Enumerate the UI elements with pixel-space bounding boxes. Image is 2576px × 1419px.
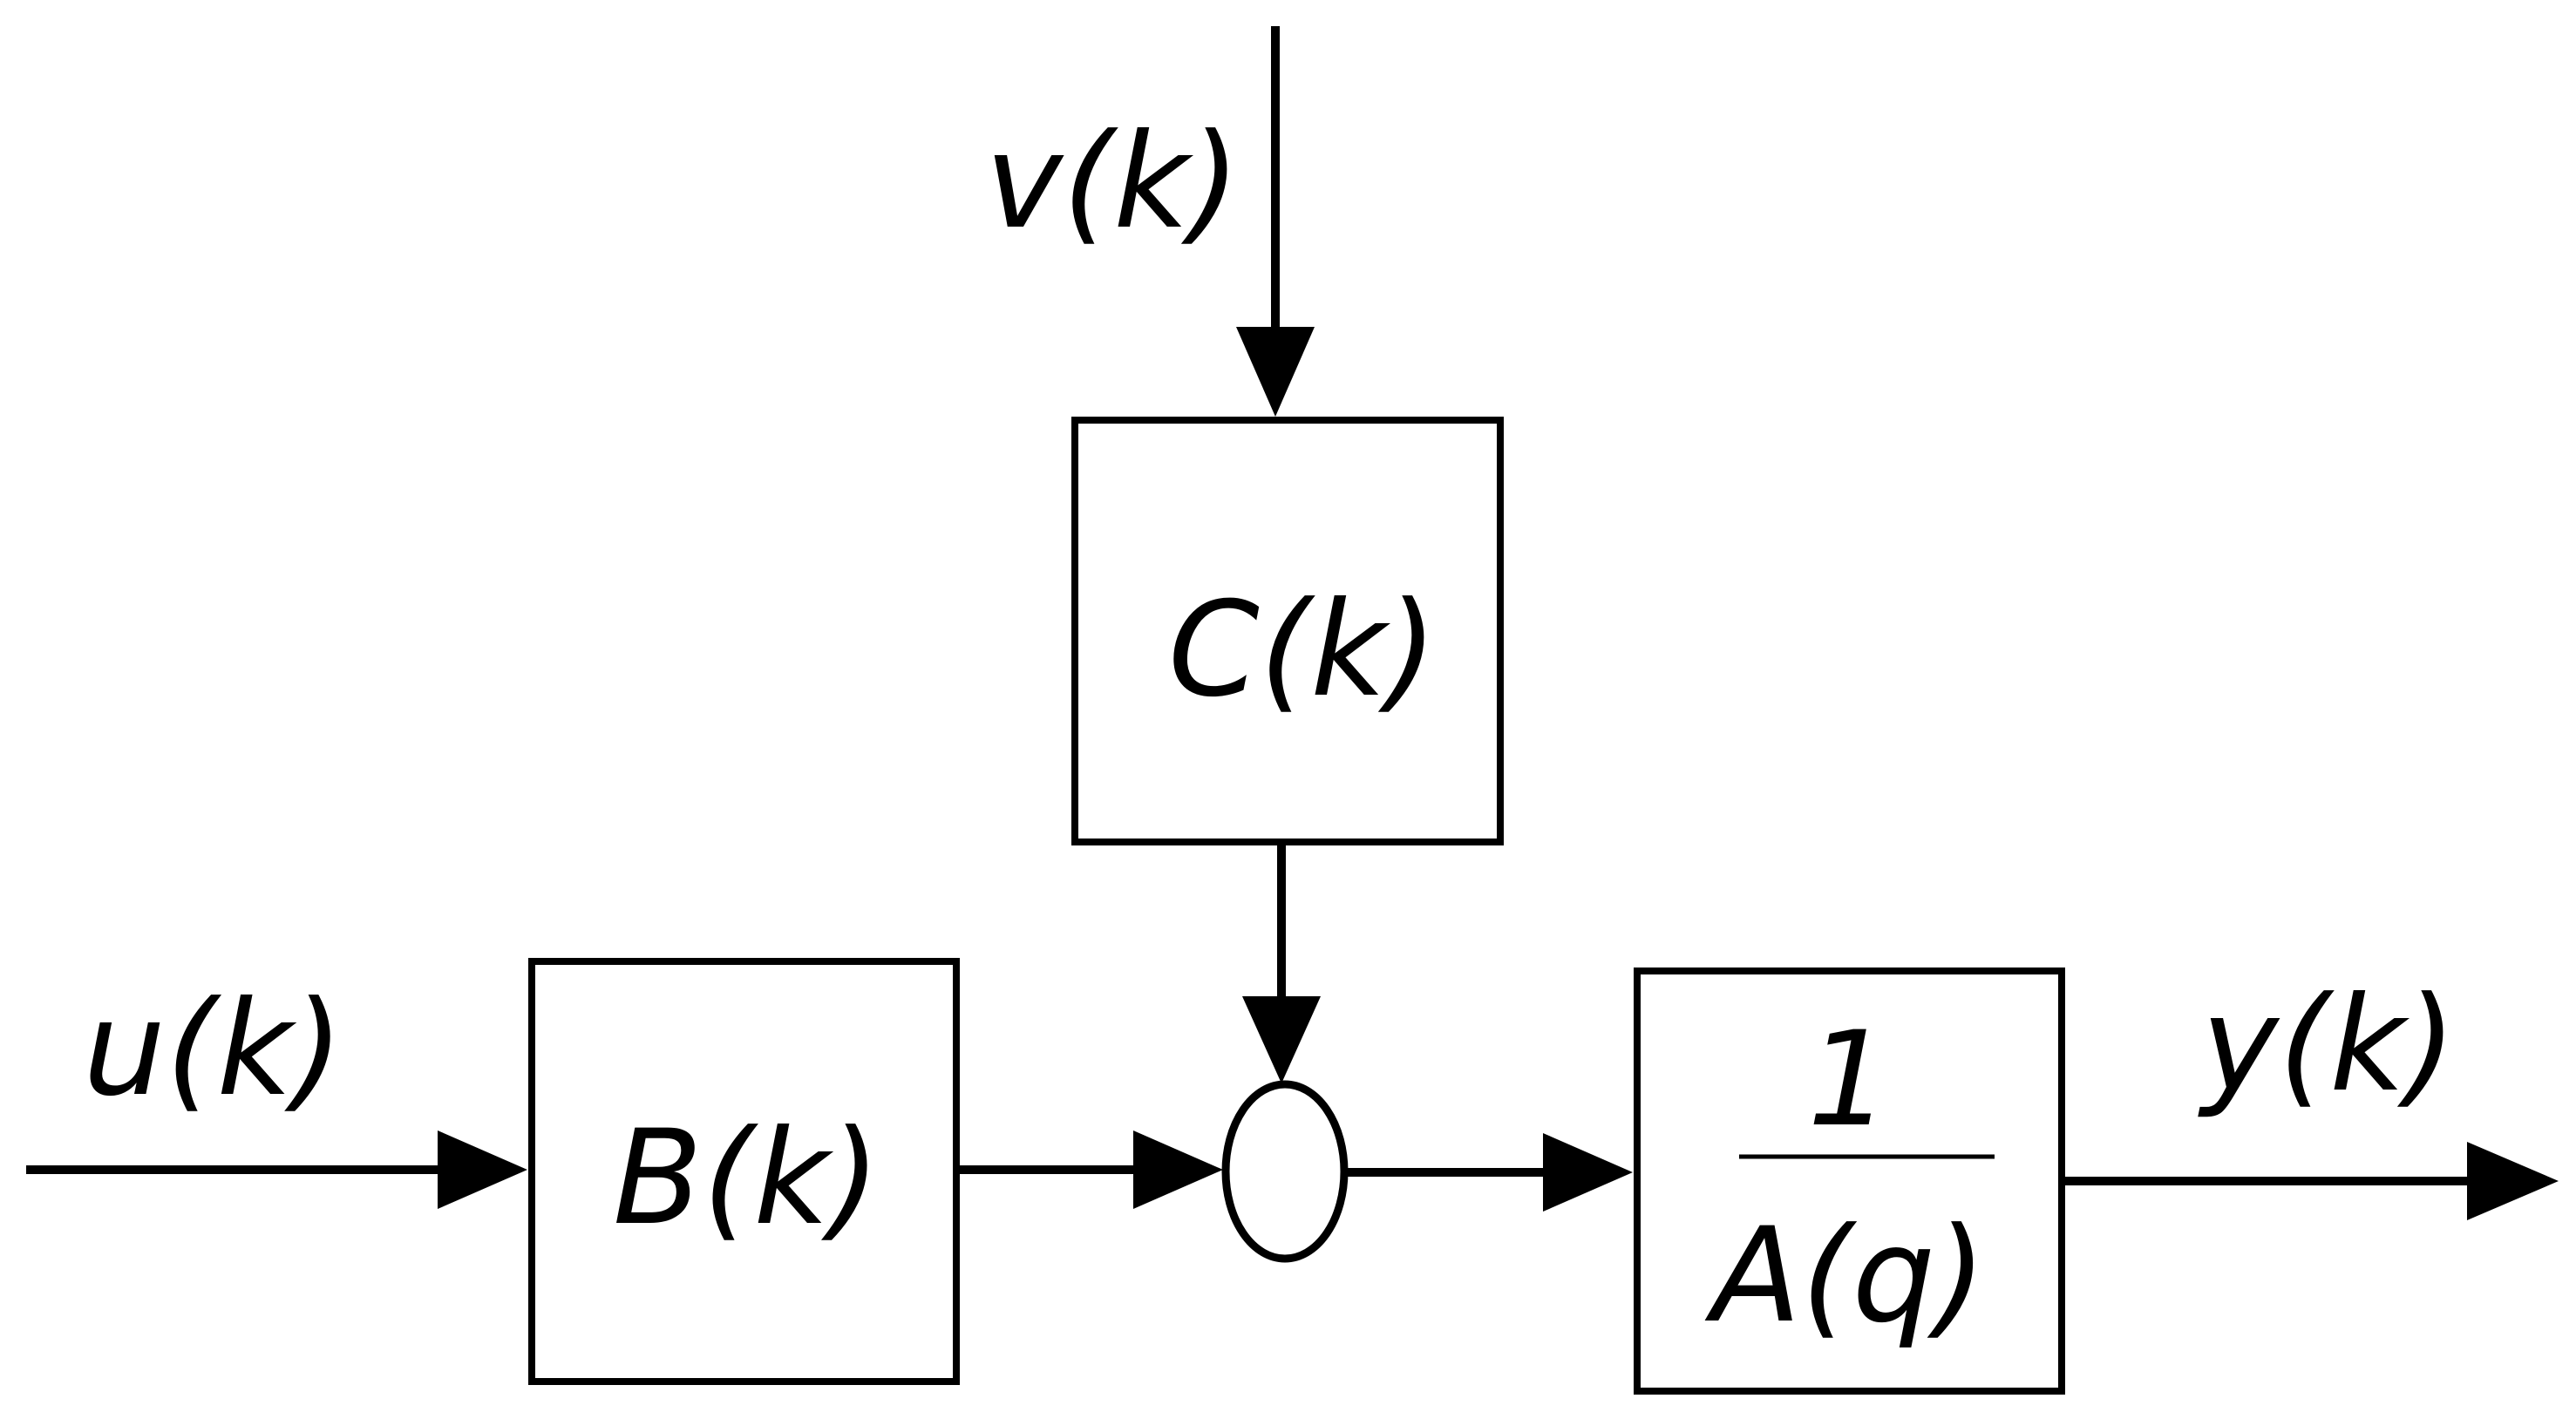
summing-junction <box>1221 1080 1349 1263</box>
signal-label-y: y(k) <box>2198 969 2457 1121</box>
block-a-denominator: A(q) <box>1705 1200 1987 1352</box>
arrowhead-sum-to-a <box>1543 1133 1633 1212</box>
block-a-numerator: 1 <box>1807 1004 1890 1156</box>
block-a <box>1634 968 2065 1395</box>
block-c <box>1071 417 1504 845</box>
arrowhead-b-to-sum <box>1133 1130 1223 1209</box>
arrowhead-v-to-c <box>1236 327 1315 417</box>
block-b <box>528 958 960 1385</box>
arrowhead-c-to-sum <box>1242 996 1321 1083</box>
block-b-label: B(k) <box>613 1103 880 1254</box>
block-c-label: C(k) <box>1168 574 1438 726</box>
arrowhead-y-output <box>2467 1142 2559 1220</box>
arrowhead-u-to-b <box>438 1130 527 1209</box>
signal-label-u: u(k) <box>83 974 343 1125</box>
signal-label-v: v(k) <box>985 106 1240 258</box>
